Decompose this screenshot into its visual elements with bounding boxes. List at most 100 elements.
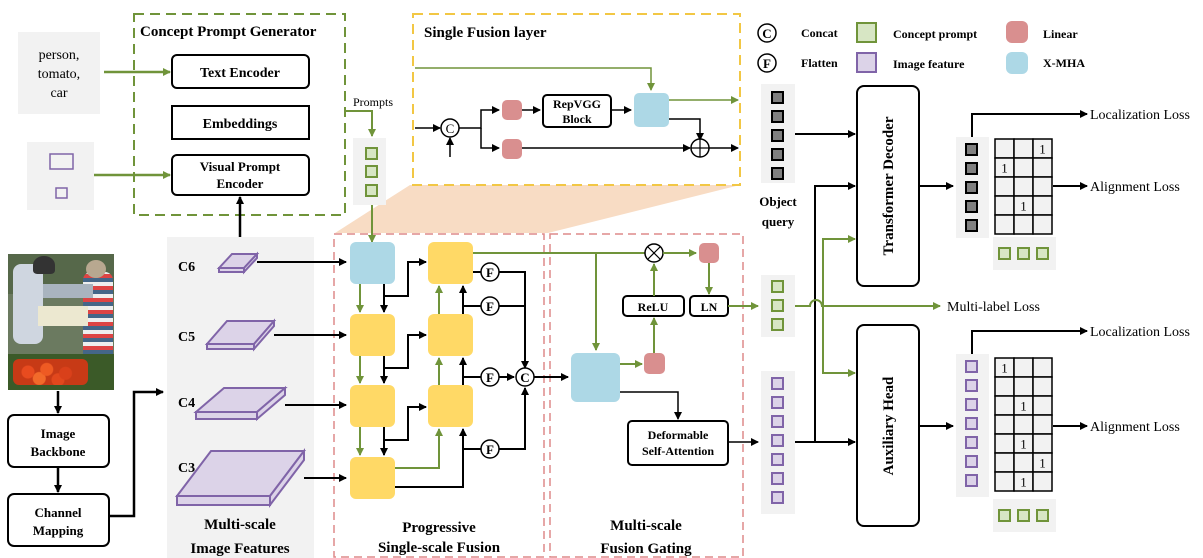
deformable-label-1: Deformable <box>648 428 709 442</box>
gating-linear-lower <box>644 353 665 374</box>
sfl-branch-bottom <box>480 128 500 152</box>
multiscale-title-1: Multi-scale <box>204 517 276 533</box>
aux-output-token <box>965 455 978 468</box>
image-feature-token <box>771 453 784 466</box>
matrix-cell <box>1032 195 1053 216</box>
legend-flatten-symbol: F <box>763 56 771 71</box>
aux-output-tokens <box>965 360 978 487</box>
channel-mapping-label-1: Channel <box>35 505 82 520</box>
legend-concat-icon <box>757 23 777 43</box>
cpg-title: Concept Prompt Generator <box>140 24 317 40</box>
aux-prompt-token <box>1017 509 1030 522</box>
input-image <box>8 254 114 390</box>
image-feature-token <box>771 472 784 485</box>
object-query-token <box>771 167 784 180</box>
progressive-fusion-frame <box>333 233 545 558</box>
matrix-cell <box>1013 157 1034 178</box>
legend-concat-label: Concat <box>801 26 838 40</box>
matrix-cell <box>1032 357 1053 378</box>
aux-output-token <box>965 474 978 487</box>
pf-col1-row3 <box>350 385 395 427</box>
matrix-cell <box>1013 414 1034 435</box>
matrix-cell <box>994 376 1015 397</box>
image-feature-token <box>771 396 784 409</box>
auxiliary-head-label: Auxiliary Head <box>881 376 897 475</box>
object-query-token <box>771 110 784 123</box>
concept-prompt-token <box>771 318 784 331</box>
decoder-output-token <box>965 143 978 156</box>
text-input-line-2: tomato, <box>38 67 80 82</box>
pf-xmha-block <box>350 242 395 284</box>
matrix-cell <box>994 195 1015 216</box>
level-c3: C3 <box>178 461 195 476</box>
progressive-title-2: Single-scale Fusion <box>378 540 501 556</box>
matrix-cell <box>1013 176 1034 197</box>
zoom-projection <box>335 185 740 233</box>
feature-maps <box>174 251 307 508</box>
matrix-cell <box>1013 452 1034 473</box>
relu-label: ReLU <box>638 300 669 314</box>
vpe-label-2: Encoder <box>217 176 264 191</box>
object-query-label-2: query <box>762 214 795 229</box>
legend-concept-swatch <box>856 22 877 43</box>
object-query-token <box>771 148 784 161</box>
arrow-localization-top <box>971 110 1088 137</box>
decoder-prompt-tokens <box>998 247 1049 260</box>
gating-xmha-block <box>571 353 620 402</box>
text-encoder-block <box>171 54 310 89</box>
pf-col2-row1 <box>428 242 473 284</box>
concept-prompt-token <box>771 280 784 293</box>
image-feature-token <box>771 434 784 447</box>
matrix-cell <box>1032 214 1053 235</box>
image-backbone-block <box>7 414 110 468</box>
svg-text:F: F <box>486 442 494 457</box>
legend-linear-label: Linear <box>1043 27 1078 41</box>
legend-xmha-label: X-MHA <box>1043 56 1085 70</box>
matrix-cell <box>994 214 1015 235</box>
matrix-cell <box>1032 414 1053 435</box>
concept-prompt-token <box>771 299 784 312</box>
legend-concat-symbol: C <box>762 26 771 41</box>
text-input-line-1: person, <box>39 48 80 63</box>
object-query-label-1: Object <box>759 194 797 209</box>
repvgg-label-1: RepVGG <box>553 97 601 111</box>
matrix-cell <box>1032 157 1053 178</box>
text-input-panel <box>18 32 100 114</box>
visual-prompt-box-small <box>55 187 68 199</box>
aux-output-token <box>965 379 978 392</box>
gating-title-2: Fusion Gating <box>600 541 692 557</box>
embeddings-label: Embeddings <box>203 117 278 132</box>
matrix-one: 1 <box>1001 361 1008 376</box>
matrix-cell <box>994 176 1015 197</box>
matrix-one: 1 <box>1020 475 1027 490</box>
legend-linear-swatch <box>1006 21 1028 43</box>
aux-output-token <box>965 398 978 411</box>
aux-prompt-tokens <box>998 509 1049 522</box>
decoder-prompt-token <box>1036 247 1049 260</box>
sfl-linear-bottom <box>502 139 522 159</box>
matrix-cell <box>1032 176 1053 197</box>
arrow-prompts <box>345 110 376 137</box>
pf-col1-row2 <box>350 314 395 356</box>
alignment-loss-top: Alignment Loss <box>1090 180 1180 195</box>
legend-flatten-label: Flatten <box>801 56 838 70</box>
deformable-attention-block <box>627 420 729 466</box>
arrow-multilabel <box>795 299 941 310</box>
multilabel-loss: Multi-label Loss <box>947 300 1040 315</box>
legend-xmha-swatch <box>1006 52 1028 74</box>
matrix-cell <box>1013 214 1034 235</box>
arrow-localization-bottom <box>971 327 1088 354</box>
image-feature-token <box>771 491 784 504</box>
channel-mapping-label-2: Mapping <box>33 523 84 538</box>
matrix-one: 1 <box>1020 199 1027 214</box>
legend: C Concat F Flatten Concept prompt Image … <box>757 21 1085 74</box>
aux-output-token <box>965 417 978 430</box>
matrix-cell <box>994 452 1015 473</box>
matrix-cell <box>994 138 1015 159</box>
matrix-one: 1 <box>1039 456 1046 471</box>
object-query-token <box>771 129 784 142</box>
object-query-token <box>771 91 784 104</box>
gating-linear-upper <box>699 243 719 263</box>
pf-black-connections <box>380 258 569 488</box>
